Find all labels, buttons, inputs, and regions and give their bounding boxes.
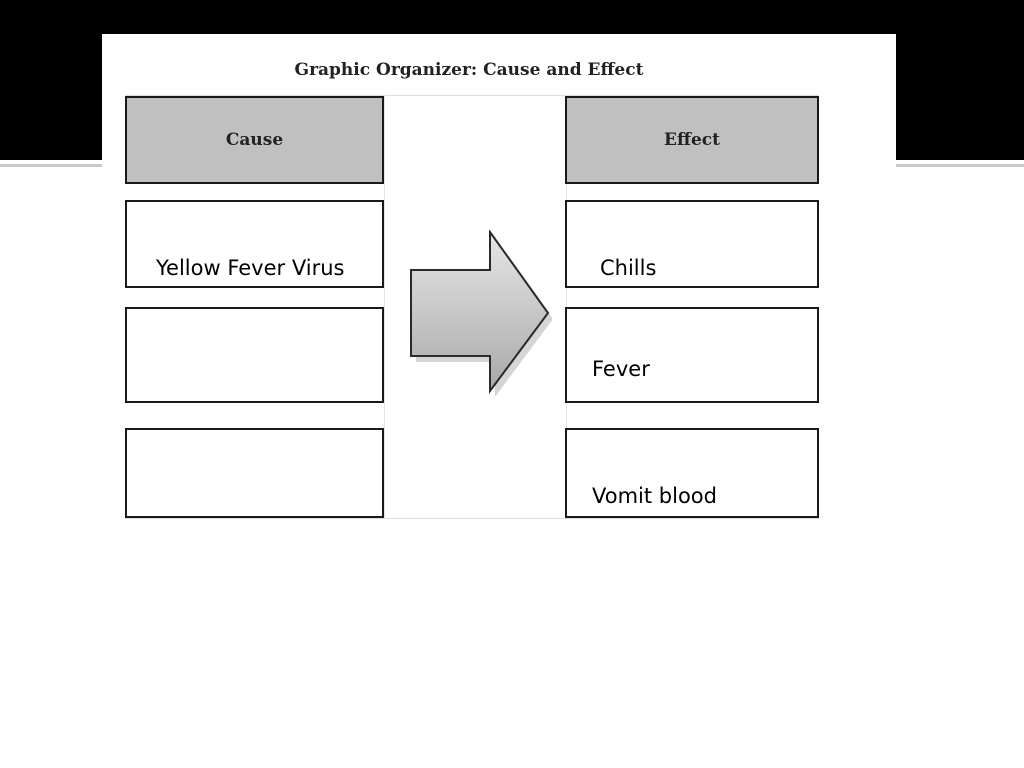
cause-header-label: Cause	[225, 130, 284, 150]
organizer-title: Graphic Organizer: Cause and Effect	[294, 60, 644, 80]
cause-header: Cause	[125, 96, 384, 184]
effect-header-label: Effect	[664, 130, 720, 150]
effect-column-frame	[565, 95, 819, 519]
cause-cell-3	[125, 428, 384, 518]
cause-effect-organizer: Graphic Organizer: Cause and Effect Caus…	[102, 34, 896, 534]
right-arrow-icon	[410, 230, 552, 397]
cause-cell-1-text: Yellow Fever Virus	[156, 256, 345, 280]
effect-cell-3: Vomit blood	[565, 428, 819, 518]
effect-cell-1: Chills	[565, 200, 819, 288]
cause-cell-1: Yellow Fever Virus	[125, 200, 384, 288]
effect-header: Effect	[565, 96, 819, 184]
effect-cell-2-text: Fever	[592, 357, 650, 381]
effect-cell-2: Fever	[565, 307, 819, 403]
cause-cell-2	[125, 307, 384, 403]
effect-cell-1-text: Chills	[600, 256, 657, 280]
cause-column-frame	[125, 95, 384, 519]
effect-cell-3-text: Vomit blood	[592, 484, 717, 508]
